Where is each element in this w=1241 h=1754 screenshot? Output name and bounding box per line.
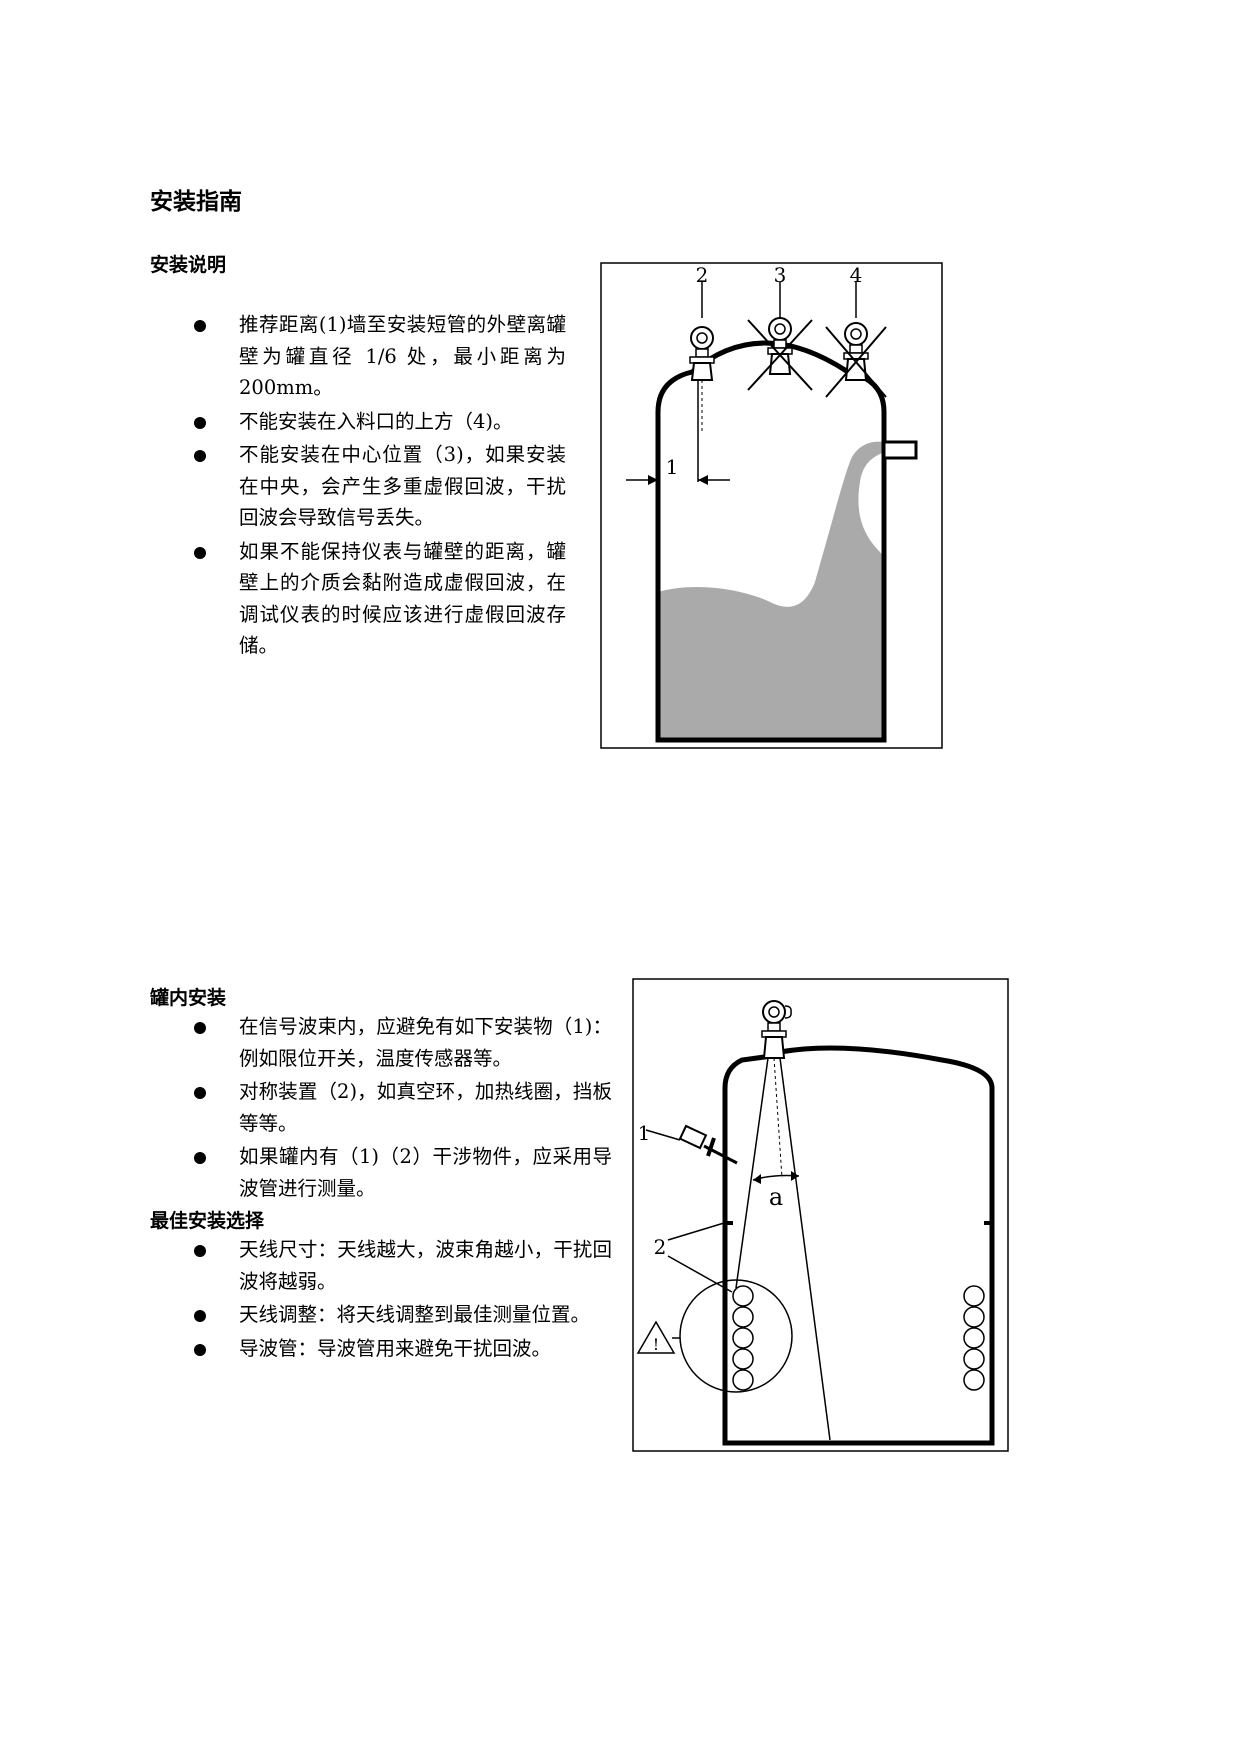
label-position-3: 3 — [774, 263, 787, 287]
list-item: 天线调整：将天线调整到最佳测量位置。 — [150, 1299, 612, 1331]
highlight-circle — [679, 1279, 793, 1393]
install-notes-list: 推荐距离(1)墙至安装短管的外壁离罐壁为罐直径 1/6 处，最小距离为 200m… — [150, 309, 566, 662]
tank-mounting-position-diagram: 2 3 4 1 — [600, 262, 943, 749]
radar-device-top — [761, 1000, 792, 1059]
bullet-icon — [194, 546, 206, 559]
radar-device-position-3 — [747, 282, 813, 391]
tank-interference-diagram: ! 1 2 a — [632, 978, 1009, 1452]
warning-icon — [636, 1320, 676, 1354]
figure-frame — [600, 262, 943, 749]
heating-coil-right — [963, 1285, 985, 1391]
label-beam-angle: a — [769, 1183, 783, 1211]
leader-line-2a — [667, 1222, 725, 1241]
best-options-list: 天线尺寸：天线越大，波束角越小，干扰回波将越弱。 天线调整：将天线调整到最佳测量… — [150, 1234, 612, 1364]
distance-dimension — [626, 380, 730, 485]
section-heading-best-options: 最佳安装选择 — [150, 1210, 265, 1232]
radar-device-position-4 — [825, 282, 887, 398]
bullet-icon — [194, 1245, 206, 1257]
section-heading-in-tank: 罐内安装 — [150, 987, 227, 1009]
page-title: 安装指南 — [150, 189, 242, 215]
label-obstacle: 1 — [638, 1121, 651, 1145]
bullet-icon — [194, 1343, 206, 1356]
bullet-icon — [194, 1022, 206, 1034]
beam-left-edge — [735, 1057, 769, 1289]
list-item: 天线尺寸：天线越大，波束角越小，干扰回波将越弱。 — [150, 1234, 612, 1297]
label-position-2: 2 — [696, 263, 709, 287]
label-distance: 1 — [666, 455, 679, 479]
bullet-icon — [194, 1087, 206, 1099]
figure-frame — [632, 978, 1009, 1452]
radar-device-position-2 — [689, 282, 715, 432]
label-position-4: 4 — [850, 263, 863, 287]
warning-mark: ! — [653, 1335, 659, 1354]
bullet-icon — [194, 320, 206, 332]
bullet-icon — [194, 1152, 206, 1164]
list-item: 推荐距离(1)墙至安装短管的外壁离罐壁为罐直径 1/6 处，最小距离为 200m… — [150, 309, 566, 404]
material-fill — [658, 441, 885, 740]
list-item: 对称装置（2)，如真空环，加热线圈，挡板等等。 — [150, 1076, 612, 1139]
list-item: 在信号波束内，应避免有如下安装物（1)：例如限位开关，温度传感器等。 — [150, 1011, 612, 1074]
list-item: 不能安装在入料口的上方（4)。 — [150, 406, 566, 438]
list-item: 如果罐内有（1)（2）干涉物件，应采用导波管进行测量。 — [150, 1141, 612, 1204]
heating-coil-left — [732, 1285, 754, 1391]
leader-line-2b — [667, 1255, 733, 1293]
section-heading-install-notes: 安装说明 — [150, 254, 227, 276]
inlet-pipe — [882, 440, 918, 460]
beam-right-edge — [779, 1057, 831, 1441]
label-symmetric: 2 — [654, 1235, 667, 1259]
tank-outline — [722, 1045, 995, 1446]
bullet-icon — [194, 450, 206, 462]
list-item: 如果不能保持仪表与罐壁的距离，罐壁上的介质会黏附造成虚假回波，在调试仪表的时候应… — [150, 536, 566, 662]
in-tank-list: 在信号波束内，应避免有如下安装物（1)：例如限位开关，温度传感器等。 对称装置（… — [150, 1011, 612, 1204]
list-item: 不能安装在中心位置（3)，如果安装在中央，会产生多重虚假回波，干扰回波会导致信号… — [150, 439, 566, 534]
bullet-icon — [194, 416, 206, 429]
limit-switch-obstacle — [645, 1124, 738, 1165]
bullet-icon — [194, 1310, 206, 1322]
list-item: 导波管：导波管用来避免干扰回波。 — [150, 1333, 612, 1365]
